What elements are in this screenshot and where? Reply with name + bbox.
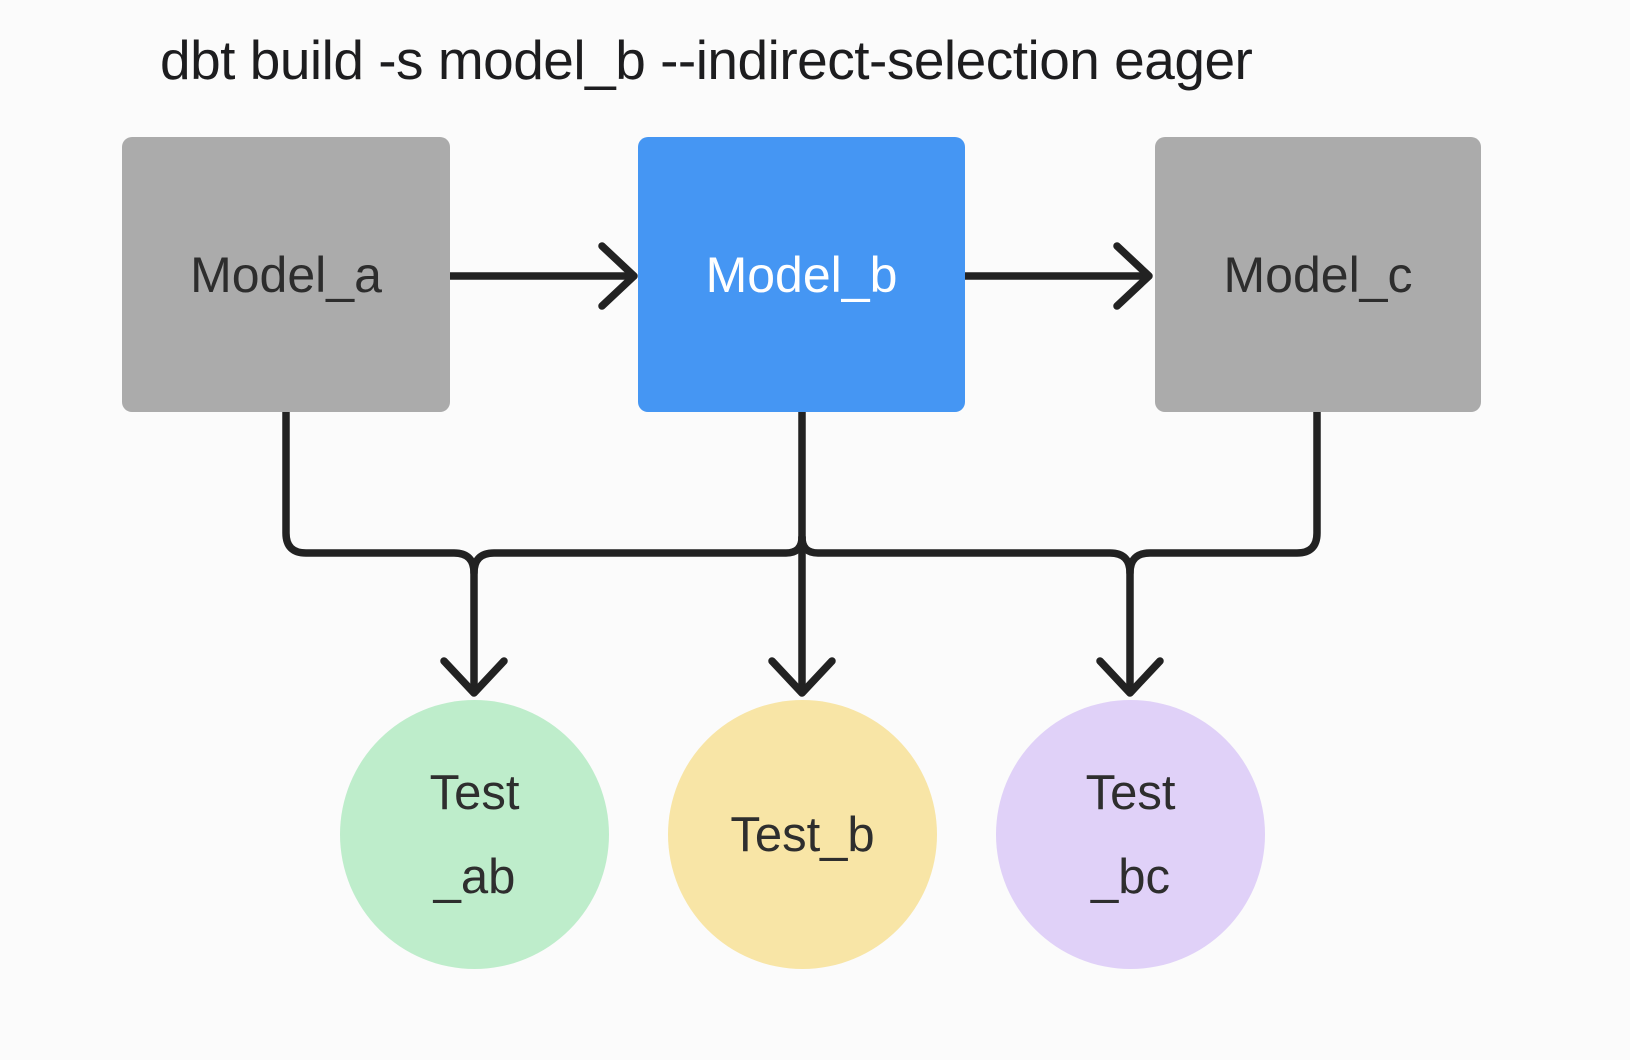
node-model-c: Model_c [1155, 137, 1481, 412]
node-test-b-label: Test_b [730, 807, 875, 862]
arrowhead-model-c-icon [1113, 242, 1153, 310]
node-model-a-label: Model_a [190, 246, 382, 303]
node-test-bc: Test _bc [996, 700, 1265, 969]
arrowhead-test-ab-icon [440, 657, 508, 697]
arrowhead-test-b-icon [768, 657, 836, 697]
edge-bus-left-segment [470, 533, 806, 577]
node-model-c-label: Model_c [1223, 246, 1413, 303]
edge-model-a-to-test-ab [282, 406, 478, 695]
node-model-a: Model_a [122, 137, 450, 412]
node-model-b-label: Model_b [705, 246, 898, 303]
node-test-ab-label-line1: Test [429, 765, 520, 820]
node-test-ab: Test _ab [340, 700, 609, 969]
edge-model-c-to-bus [1126, 406, 1321, 577]
arrowhead-test-bc-icon [1096, 657, 1164, 697]
node-test-bc-label-line2: _bc [1090, 849, 1170, 904]
arrowhead-model-b-icon [598, 242, 638, 310]
edge-bus-right-segment-to-test-bc [798, 533, 1134, 695]
node-test-bc-label-line1: Test [1085, 765, 1176, 820]
node-test-ab-label-line2: _ab [433, 849, 516, 904]
node-model-b-selected: Model_b [638, 137, 965, 412]
diagram-title: dbt build -s model_b --indirect-selectio… [160, 29, 1253, 91]
node-test-b: Test_b [668, 700, 937, 969]
